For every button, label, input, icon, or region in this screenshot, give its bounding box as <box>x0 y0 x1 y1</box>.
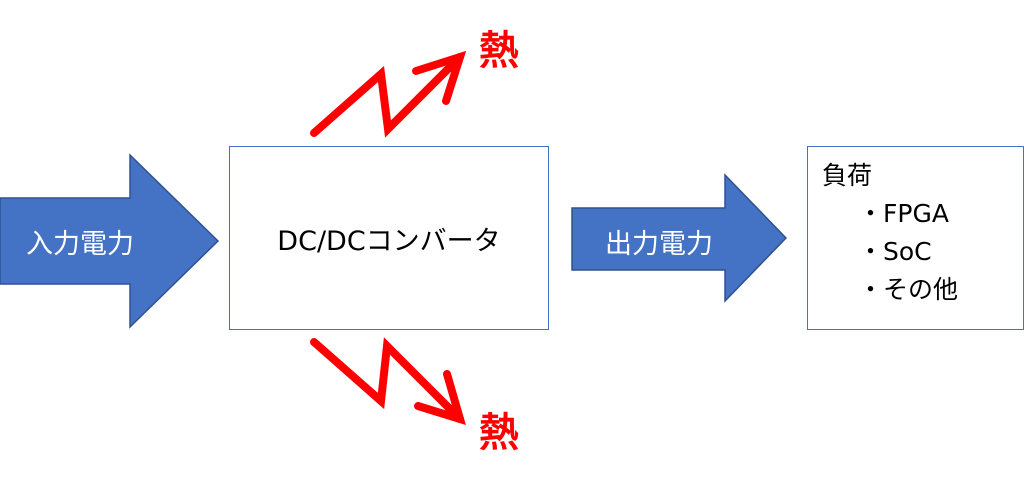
heat-arrow-top <box>310 50 467 138</box>
input-power-arrow <box>0 153 220 329</box>
output-power-label: 出力電力 <box>605 229 713 260</box>
load-item-other: ・その他 <box>858 275 959 304</box>
input-power-label: 入力電力 <box>26 229 134 260</box>
load-box: 負荷 ・FPGA ・SoC ・その他 <box>807 146 1024 330</box>
load-list: ・FPGA ・SoC ・その他 <box>822 195 1023 309</box>
dcdc-converter-box: DC/DCコンバータ <box>229 146 549 330</box>
converter-label: DC/DCコンバータ <box>277 225 501 257</box>
load-item-soc: ・SoC <box>858 237 932 266</box>
heat-label-top: 熱 <box>479 28 519 74</box>
load-item-fpga: ・FPGA <box>858 199 949 228</box>
heat-arrow-bottom <box>310 337 466 426</box>
output-power-arrow <box>571 173 788 303</box>
heat-label-bottom: 熱 <box>479 410 519 456</box>
load-title: 負荷 <box>822 161 873 190</box>
